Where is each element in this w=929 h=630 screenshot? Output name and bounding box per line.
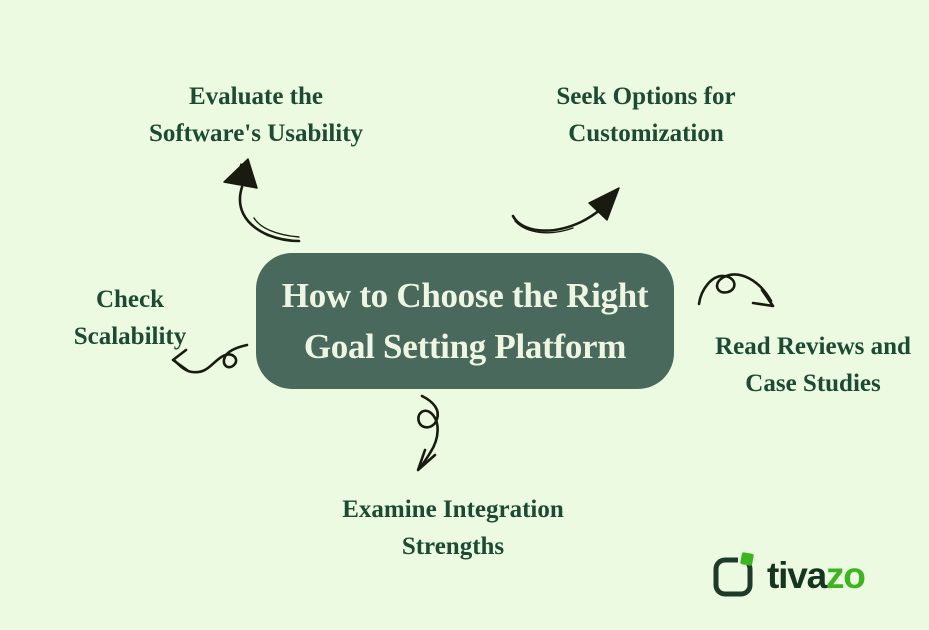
label-evaluate-usability: Evaluate the Software's Usability	[106, 78, 406, 152]
label-line: Scalability	[73, 323, 187, 350]
arrow-right-icon	[697, 273, 775, 308]
logo-text-green: zo	[825, 554, 866, 596]
tivazo-logo-text: tivazo	[767, 554, 866, 596]
label-line: Read Reviews and	[715, 333, 911, 360]
arrow-bottom-icon	[416, 394, 440, 472]
brand-logo: tivazo	[710, 550, 866, 598]
label-line: Check	[95, 286, 165, 313]
page-title-line1: How to Choose the Right	[281, 276, 649, 315]
logo-text-dark: tiva	[767, 554, 827, 596]
label-line: Strengths	[401, 533, 505, 560]
label-line: Case Studies	[745, 370, 881, 397]
center-title-box: How to Choose the Right Goal Setting Pla…	[256, 253, 674, 389]
page-title-line2: Goal Setting Platform	[303, 327, 627, 366]
label-seek-customization: Seek Options for Customization	[496, 78, 796, 152]
arrow-top-right-icon	[511, 187, 620, 234]
tivazo-logo-icon	[713, 550, 756, 597]
label-line: Customization	[568, 120, 724, 147]
label-check-scalability: Check Scalability	[30, 281, 230, 355]
arrow-top-left-icon	[223, 158, 301, 243]
label-line: Software's Usability	[148, 120, 364, 147]
label-line: Evaluate the	[188, 83, 324, 110]
label-line: Examine Integration	[342, 496, 564, 523]
label-read-reviews: Read Reviews and Case Studies	[663, 328, 929, 402]
label-examine-integration: Examine Integration Strengths	[303, 491, 603, 565]
label-line: Seek Options for	[556, 83, 736, 110]
arrow-left-icon	[171, 343, 249, 374]
